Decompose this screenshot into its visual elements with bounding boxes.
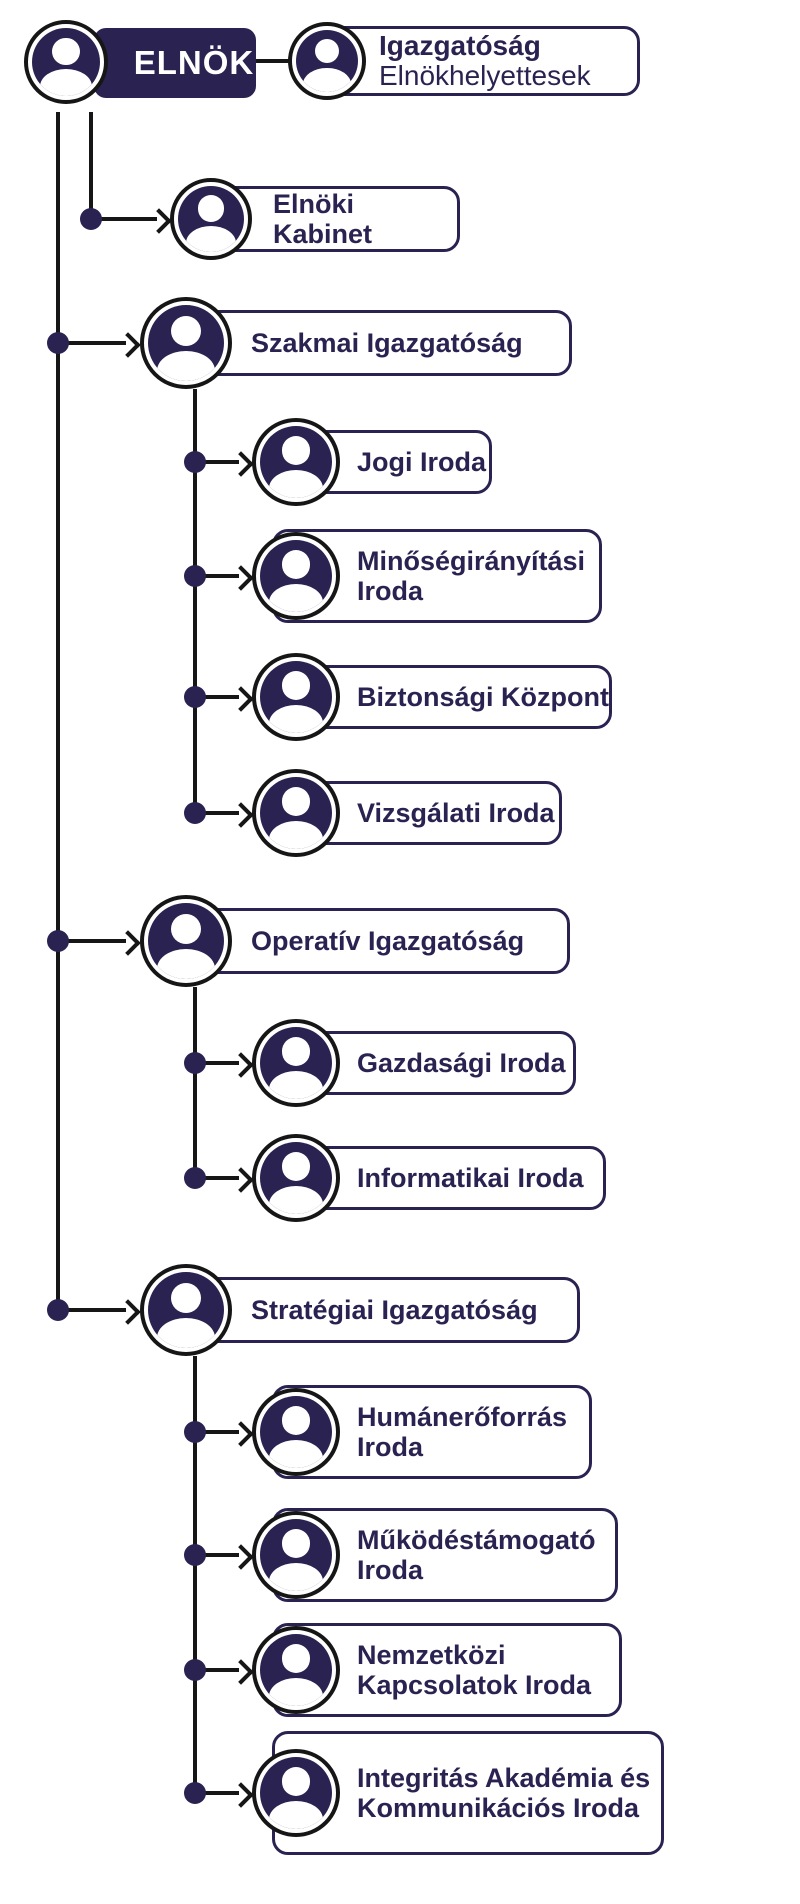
arrow-icon <box>146 208 172 234</box>
org-label: Vizsgálati Iroda <box>357 797 555 828</box>
org-label-title: Igazgatóság <box>379 29 541 61</box>
arrow-icon <box>228 802 254 828</box>
connector-line <box>58 1308 126 1312</box>
org-label: Biztonsági Központ <box>357 681 609 712</box>
person-icon <box>252 1388 340 1476</box>
org-label: Integritás Akadémia és Kommunikációs Iro… <box>357 1762 651 1823</box>
org-label-subtitle: Elnökhelyettesek <box>379 60 591 91</box>
org-box-elnok: ELNÖK <box>94 28 256 98</box>
person-icon <box>252 1626 340 1714</box>
arrow-icon <box>115 930 141 956</box>
connector-line <box>91 217 157 221</box>
branch-dot <box>47 1299 69 1321</box>
person-icon <box>252 1019 340 1107</box>
connector-line <box>193 1356 197 1793</box>
branch-dot <box>184 451 206 473</box>
connector-line <box>195 1430 239 1434</box>
branch-dot <box>184 1167 206 1189</box>
org-label: Elnöki Kabinet <box>273 188 373 249</box>
person-icon <box>140 297 232 389</box>
connector-line <box>58 341 126 345</box>
person-icon <box>252 532 340 620</box>
org-label: Stratégiai Igazgatóság <box>251 1294 538 1325</box>
connector-line <box>193 987 197 1178</box>
org-box-igazgatosag: Igazgatóság Elnökhelyettesek <box>310 26 640 96</box>
person-icon <box>140 1264 232 1356</box>
org-label: Jogi Iroda <box>357 446 487 477</box>
org-label: Informatikai Iroda <box>357 1162 584 1193</box>
person-icon <box>24 20 108 104</box>
org-label: Gazdasági Iroda <box>357 1047 566 1078</box>
connector-line <box>58 939 126 943</box>
connector-line <box>56 112 60 1312</box>
branch-dot <box>184 1659 206 1681</box>
arrow-icon <box>228 1421 254 1447</box>
person-icon <box>140 895 232 987</box>
org-label: Operatív Igazgatóság <box>251 925 525 956</box>
org-label: ELNÖK <box>133 44 255 81</box>
connector-line <box>195 1791 239 1795</box>
person-icon <box>252 769 340 857</box>
connector-line <box>195 460 239 464</box>
arrow-icon <box>228 565 254 591</box>
arrow-icon <box>228 451 254 477</box>
branch-dot <box>47 332 69 354</box>
person-icon <box>170 178 252 260</box>
connector-line <box>195 1061 239 1065</box>
arrow-icon <box>228 686 254 712</box>
arrow-icon <box>228 1052 254 1078</box>
person-icon <box>252 418 340 506</box>
connector-line <box>195 1176 239 1180</box>
person-icon <box>252 1511 340 1599</box>
arrow-icon <box>115 332 141 358</box>
org-label: Minőségirányítási Iroda <box>357 545 586 606</box>
connector-line <box>195 695 239 699</box>
branch-dot <box>184 1421 206 1443</box>
arrow-icon <box>228 1659 254 1685</box>
arrow-icon <box>228 1782 254 1808</box>
org-label: Nemzetközi Kapcsolatok Iroda <box>357 1639 592 1700</box>
connector-line <box>89 112 93 220</box>
connector-line <box>193 389 197 813</box>
branch-dot <box>184 1782 206 1804</box>
person-icon <box>288 22 366 100</box>
connector-line <box>256 59 292 63</box>
branch-dot <box>184 1544 206 1566</box>
connector-line <box>195 574 239 578</box>
branch-dot <box>184 802 206 824</box>
org-label: Működéstámogató Iroda <box>357 1524 596 1585</box>
branch-dot <box>80 208 102 230</box>
branch-dot <box>184 565 206 587</box>
connector-line <box>195 811 239 815</box>
org-label: Humánerőforrás Iroda <box>357 1401 568 1462</box>
org-label: Szakmai Igazgatóság <box>251 327 523 358</box>
person-icon <box>252 1749 340 1837</box>
connector-line <box>195 1553 239 1557</box>
person-icon <box>252 653 340 741</box>
branch-dot <box>184 686 206 708</box>
branch-dot <box>47 930 69 952</box>
arrow-icon <box>115 1299 141 1325</box>
arrow-icon <box>228 1167 254 1193</box>
branch-dot <box>184 1052 206 1074</box>
arrow-icon <box>228 1544 254 1570</box>
person-icon <box>252 1134 340 1222</box>
connector-line <box>195 1668 239 1672</box>
